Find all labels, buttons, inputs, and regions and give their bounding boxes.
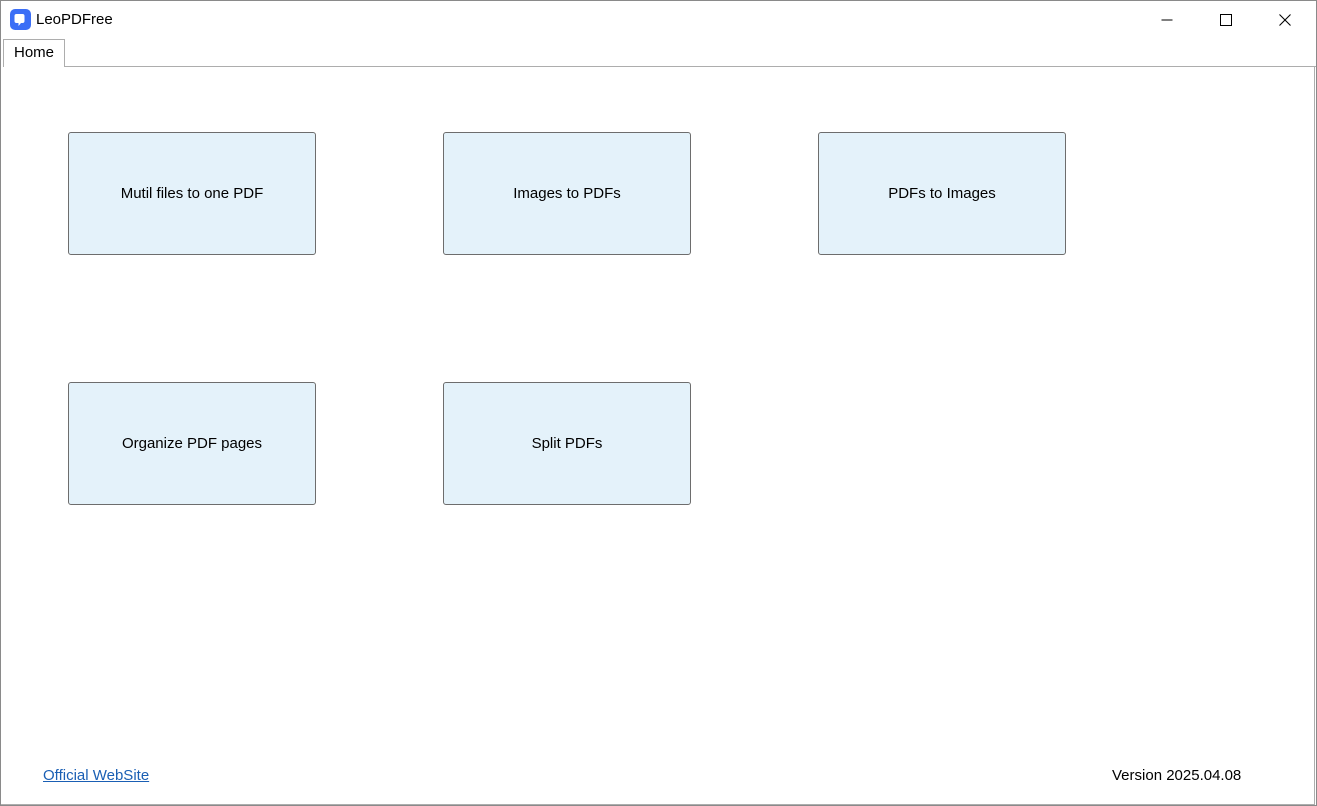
official-website-link[interactable]: Official WebSite <box>43 767 150 784</box>
organize-pages-button[interactable]: Organize PDF pages <box>68 382 316 505</box>
home-panel: Mutil files to one PDF Images to PDFs PD… <box>1 67 1315 805</box>
close-button[interactable] <box>1256 1 1314 39</box>
maximize-icon <box>1220 14 1232 26</box>
minimize-button[interactable] <box>1138 1 1196 39</box>
split-pdfs-button[interactable]: Split PDFs <box>443 382 691 505</box>
tab-bar-divider <box>65 66 1316 67</box>
tab-bar: Home <box>1 39 1316 67</box>
title-bar[interactable]: LeoPDFree <box>1 1 1316 39</box>
merge-files-button[interactable]: Mutil files to one PDF <box>68 132 316 255</box>
pdfs-to-images-button[interactable]: PDFs to Images <box>818 132 1066 255</box>
close-icon <box>1279 14 1291 26</box>
maximize-button[interactable] <box>1197 1 1255 39</box>
app-logo-icon <box>10 9 31 30</box>
version-label: Version 2025.04.08 <box>1112 767 1242 784</box>
images-to-pdfs-button[interactable]: Images to PDFs <box>443 132 691 255</box>
tab-home[interactable]: Home <box>3 39 65 67</box>
minimize-icon <box>1161 19 1173 21</box>
window-title: LeoPDFree <box>36 11 113 28</box>
